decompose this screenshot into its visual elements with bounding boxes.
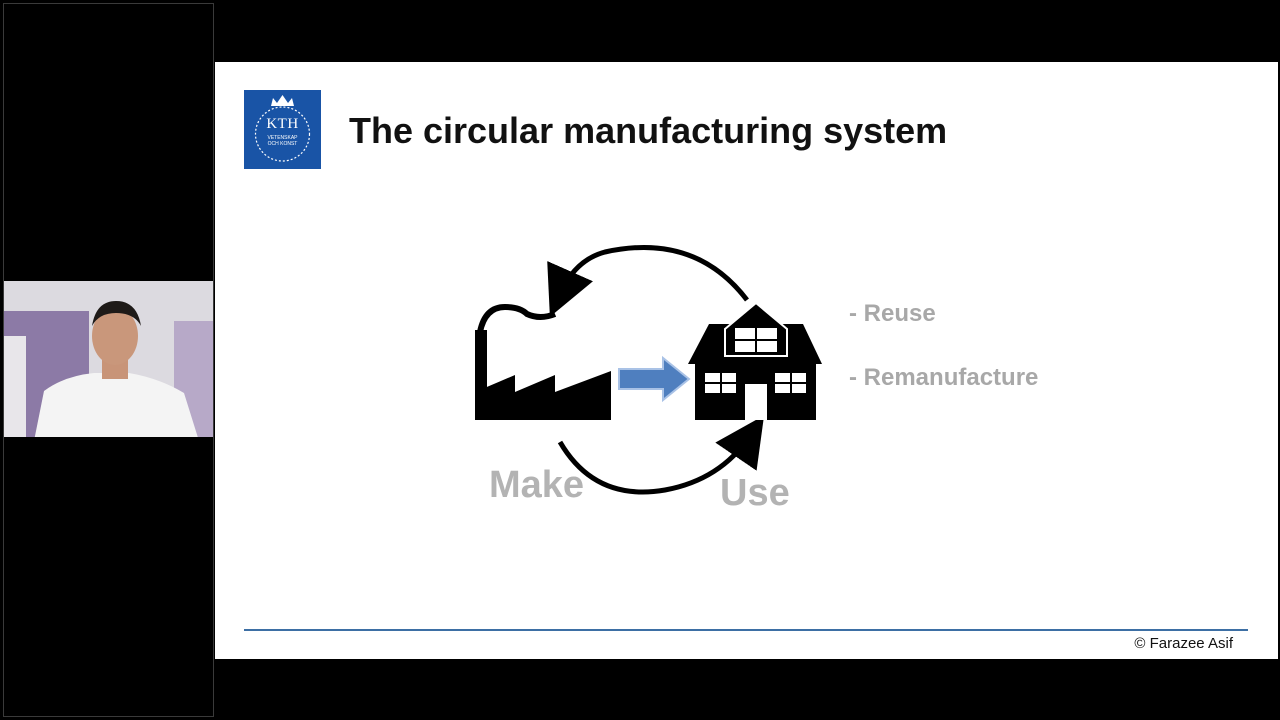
return-loop-arrow [547,244,749,317]
house-icon [688,301,822,420]
kth-logo-subtext: VETENSKAP [267,135,298,141]
bullet-remanufacture: - Remanufacture [849,364,1039,391]
kth-logo-subtext-2: OCH KONST [267,141,298,147]
kth-logo: KTH VETENSKAP OCH KONST [244,90,321,169]
forward-loop-arrow [557,415,765,495]
slide-title: The circular manufacturing system [349,110,948,151]
factory-icon [475,303,611,420]
presenter-video-frame [4,281,213,437]
bullet-reuse: - Reuse [849,300,936,327]
right-arrow-icon [618,355,691,403]
use-label: Use [720,472,790,514]
circular-diagram [475,244,822,495]
copyright-text: © Farazee Asif [1134,635,1233,652]
footer-divider [244,629,1248,631]
kth-crest-icon [244,90,321,169]
presentation-slide: KTH VETENSKAP OCH KONST The circular man… [215,62,1278,659]
make-label: Make [489,464,585,506]
kth-logo-text: KTH [266,116,299,132]
webcam-video [4,281,213,437]
